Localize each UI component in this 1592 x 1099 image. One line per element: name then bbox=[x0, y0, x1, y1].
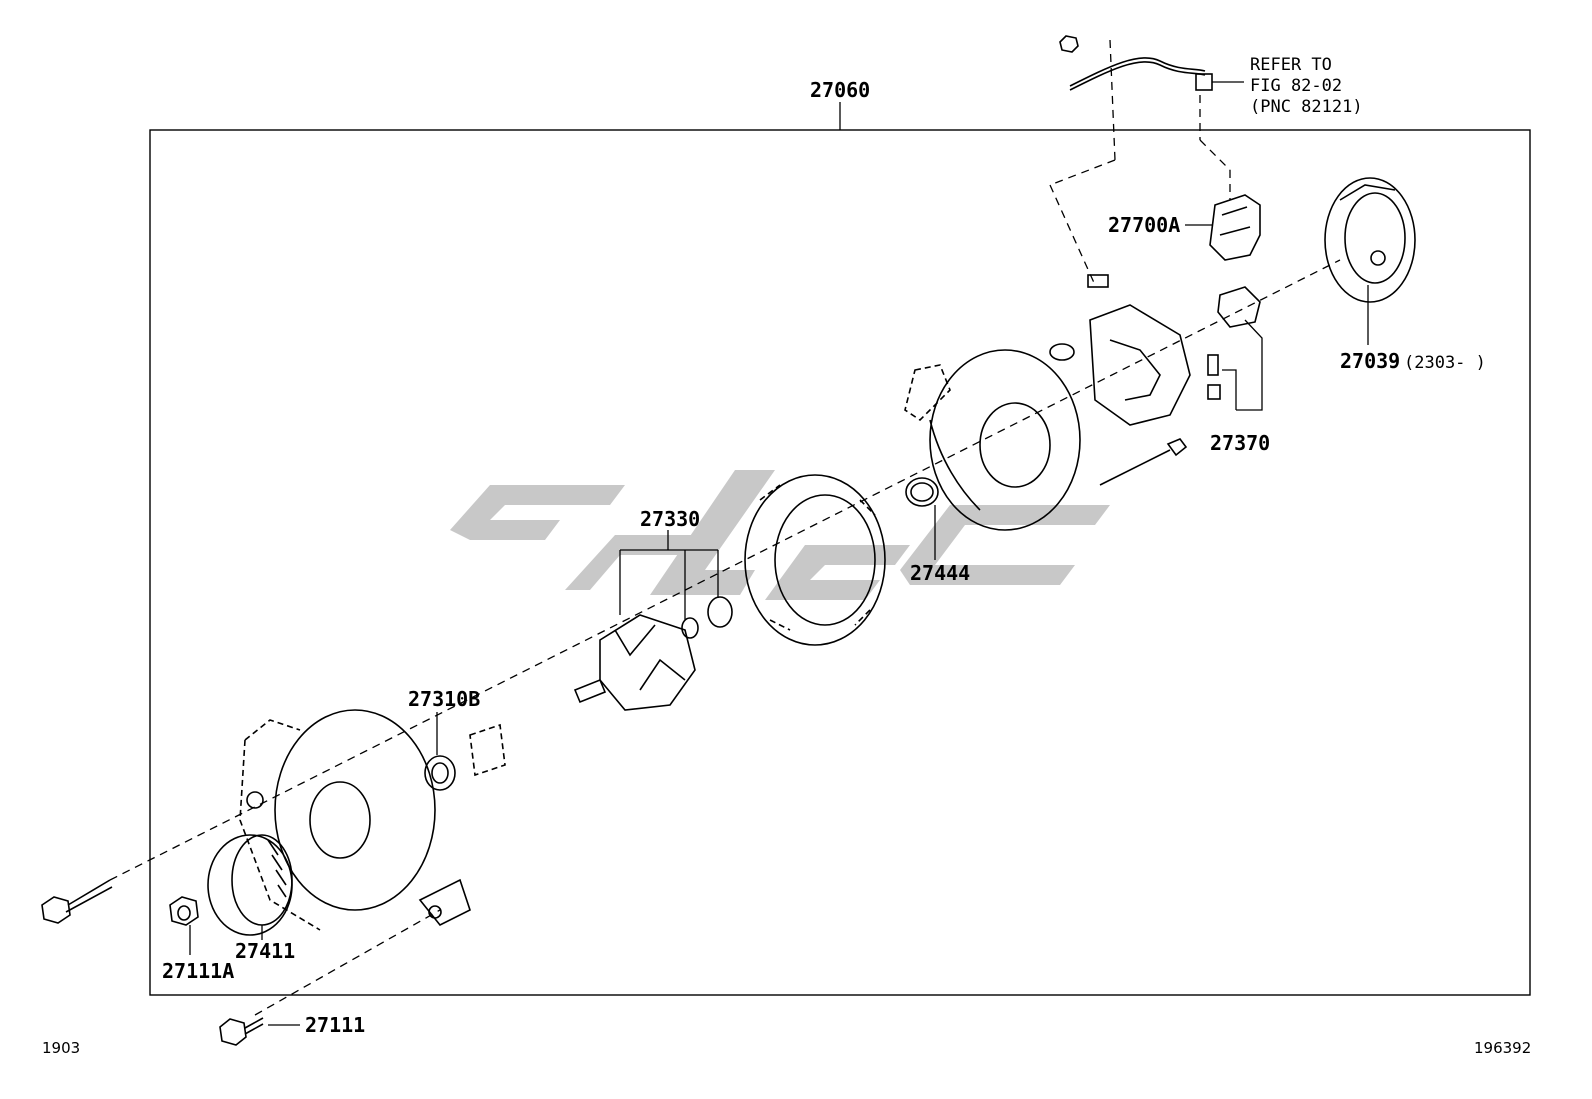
brush-holder-label: 27370 bbox=[1210, 431, 1270, 455]
brush-holder-part bbox=[1207, 286, 1261, 400]
assembly-label: 27060 bbox=[810, 78, 870, 102]
reference-note-line-1: REFER TO bbox=[1250, 55, 1332, 75]
bearing-ring-label: 27444 bbox=[910, 561, 970, 585]
regulator-part bbox=[1209, 194, 1261, 261]
main-axis-line bbox=[109, 259, 1341, 881]
wire-axis-line bbox=[1049, 159, 1116, 186]
bearing-ring-part bbox=[905, 477, 939, 507]
corner-code-right: 196392 bbox=[1474, 1039, 1531, 1057]
rotor-part bbox=[573, 596, 733, 711]
rear-bolt-part bbox=[1099, 438, 1188, 486]
reference-note-line-3: (PNC 82121) bbox=[1250, 97, 1363, 117]
connector-axis-line-2 bbox=[1199, 139, 1231, 171]
brush-holder-leader bbox=[1222, 319, 1263, 411]
rotor-label: 27330 bbox=[640, 507, 700, 531]
wire-axis-line-2 bbox=[1049, 184, 1096, 286]
reference-note-line-2: FIG 82-02 bbox=[1250, 76, 1342, 96]
bolt-axis-line bbox=[1109, 39, 1116, 161]
pulley-nut-label: 27111A bbox=[162, 959, 234, 983]
through-bolt-part bbox=[219, 1017, 264, 1046]
rear-cover-label: 27039 bbox=[1340, 349, 1400, 373]
through-bolt-label: 27111 bbox=[305, 1013, 365, 1037]
stator-part bbox=[744, 474, 886, 646]
corner-code-left: 1903 bbox=[42, 1039, 80, 1057]
front-bearing-part bbox=[424, 755, 456, 791]
pulley-nut-part bbox=[169, 896, 199, 926]
front-housing-part bbox=[239, 709, 471, 931]
lower-axis-line bbox=[254, 909, 441, 1016]
front-bearing-label: 27310B bbox=[408, 687, 480, 711]
pulley-label: 27411 bbox=[235, 939, 295, 963]
rectifier-part bbox=[1049, 274, 1191, 426]
rear-frame-part bbox=[904, 349, 1081, 531]
wire-harness bbox=[1059, 35, 1244, 91]
rear-cover-note: (2303- ) bbox=[1404, 353, 1486, 373]
mounting-bolt-part bbox=[41, 879, 113, 924]
retainer-plate-part bbox=[469, 723, 506, 777]
watermark-logo bbox=[450, 470, 1110, 600]
pulley-part bbox=[207, 834, 293, 936]
rear-cover-part bbox=[1324, 177, 1416, 303]
regulator-label: 27700A bbox=[1108, 213, 1180, 237]
rotor-leader bbox=[619, 530, 719, 620]
